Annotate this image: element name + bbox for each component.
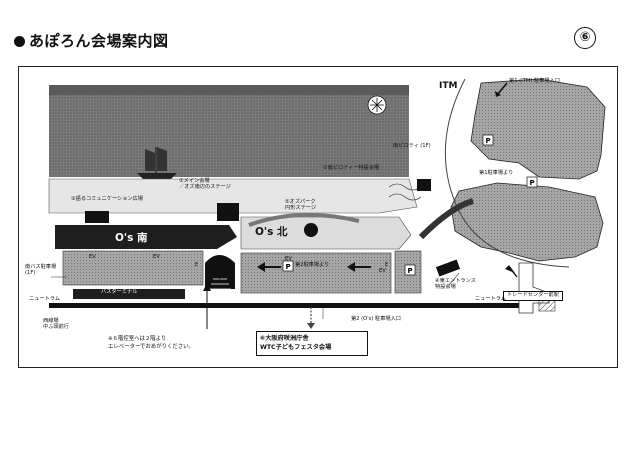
elevator-note-line1: ※６階控室へは２階より xyxy=(108,336,167,342)
label-new-tram-left: ニュートラム xyxy=(29,296,60,302)
lower-block-west xyxy=(62,250,204,286)
wave-decoration xyxy=(388,183,422,201)
lower-block-central xyxy=(240,252,392,294)
label-south-bus-parking: 南バス駐車場 (1F) xyxy=(25,264,57,276)
label-east-entrance: ④東エントランス 特設会場 xyxy=(435,278,476,290)
label-os-park: ⑤オズパーク 円形ステージ xyxy=(285,199,317,211)
arch-steps xyxy=(209,278,231,290)
elevator-note-line2: エレベーターでおあがりください。 xyxy=(108,344,194,351)
venue-notice-line1: ⑥大阪府咲洲庁舎 xyxy=(260,335,309,342)
page-title: あぽろん会場案内図 xyxy=(14,30,169,51)
venue-marker-os-park xyxy=(304,223,318,237)
label-new-tram-right: ニュートラム xyxy=(475,296,506,302)
parking-icon: P xyxy=(404,264,416,276)
label-main-venue: ①メイン会場 ／オズ南辺のステージ xyxy=(179,178,231,190)
venue-notice-line2: WTC子どもフェスタ会場 xyxy=(260,344,332,352)
os-south-building xyxy=(55,225,237,249)
area-label-itm: ITM xyxy=(439,81,458,91)
venue-marker-community xyxy=(85,211,109,223)
page-title-text: あぽろん会場案内図 xyxy=(29,32,169,50)
waterfront-promenade xyxy=(48,178,418,214)
label-ev: EV xyxy=(379,268,386,274)
venue-marker-piloti xyxy=(417,179,431,191)
sea-horizon-band xyxy=(49,85,409,95)
arrow-left-icon xyxy=(257,262,281,272)
hotel-emblem-icon xyxy=(367,95,387,115)
arrow-down-icon xyxy=(307,307,315,329)
label-south-piloti-venue: ②南ピロティー特設会場 xyxy=(323,165,380,171)
arrow-itm-entrance-icon xyxy=(496,82,508,96)
label-ev: EV xyxy=(153,254,160,260)
label-south-piloti: 南ピロティ (1F) xyxy=(393,143,431,149)
leader-line xyxy=(448,272,460,286)
central-arch xyxy=(205,255,235,289)
connector-bridge xyxy=(418,198,474,240)
area-label-os-south: O's 南 xyxy=(115,232,148,244)
label-marker-e: E xyxy=(195,262,199,268)
elevator-note: ※６階控室へは２階より エレベーターでおあがりください。 xyxy=(108,335,194,351)
svg-text:P: P xyxy=(408,267,413,275)
label-ev: EV xyxy=(89,254,96,260)
label-bus-terminal: バスターミナル xyxy=(101,289,138,295)
parking-icon: P xyxy=(526,176,538,188)
arrow-left-icon xyxy=(347,262,371,272)
label-itm-parking-entrance: 第1 (ITM) 駐車場入口 xyxy=(509,78,560,84)
sailing-ship-icon xyxy=(137,147,177,179)
arrow-itm-entrance-head xyxy=(495,91,501,97)
parking-icon: P xyxy=(482,134,494,146)
svg-text:P: P xyxy=(530,179,535,187)
itm-building xyxy=(470,78,606,180)
bus-terminal-strip xyxy=(73,289,185,299)
arrow-station-icon xyxy=(505,265,518,278)
venue-marker-east-entrance xyxy=(435,259,461,277)
label-parking2-entrance: 第2 (O's) 駐車場入口 xyxy=(351,316,401,322)
venue-marker-main xyxy=(217,203,239,221)
svg-text:P: P xyxy=(286,263,291,271)
bullet-icon xyxy=(14,36,25,47)
label-from-parking1: 第1駐車場より xyxy=(479,170,514,176)
label-from-parking2: 第2駐車場より xyxy=(295,262,330,268)
page-number: ⑥ xyxy=(574,27,596,49)
label-community-plaza: ③語るコミュニケーション広場 xyxy=(71,196,143,202)
label-marker-e: E xyxy=(385,262,389,268)
sea-area xyxy=(49,85,409,177)
label-marker-e: E xyxy=(219,276,223,282)
os-north-ring xyxy=(248,212,360,227)
svg-text:P: P xyxy=(486,137,491,145)
label-trade-center-station: トレードセンター前駅 xyxy=(503,291,563,301)
itm-outer-road xyxy=(444,78,570,268)
parking-icon: P xyxy=(282,260,294,272)
area-label-os-north: O's 北 xyxy=(255,226,288,238)
itm-building-lower xyxy=(450,182,604,262)
os-north-building xyxy=(240,216,412,250)
venue-notice-box: ⑥大阪府咲洲庁舎 WTC子どもフェスタ会場 xyxy=(256,331,368,356)
map-drawing: P P P P xyxy=(48,78,606,329)
label-ev: EV xyxy=(285,256,292,262)
arrow-up-icon xyxy=(203,283,211,329)
label-bus-stop: 西線場 中ふ頭前行 xyxy=(43,318,69,330)
new-tram-track xyxy=(49,303,521,308)
venue-map: P P P P ITM O's 南 O's 北 第1 (ITM) 駐車場入口 第… xyxy=(18,66,618,368)
